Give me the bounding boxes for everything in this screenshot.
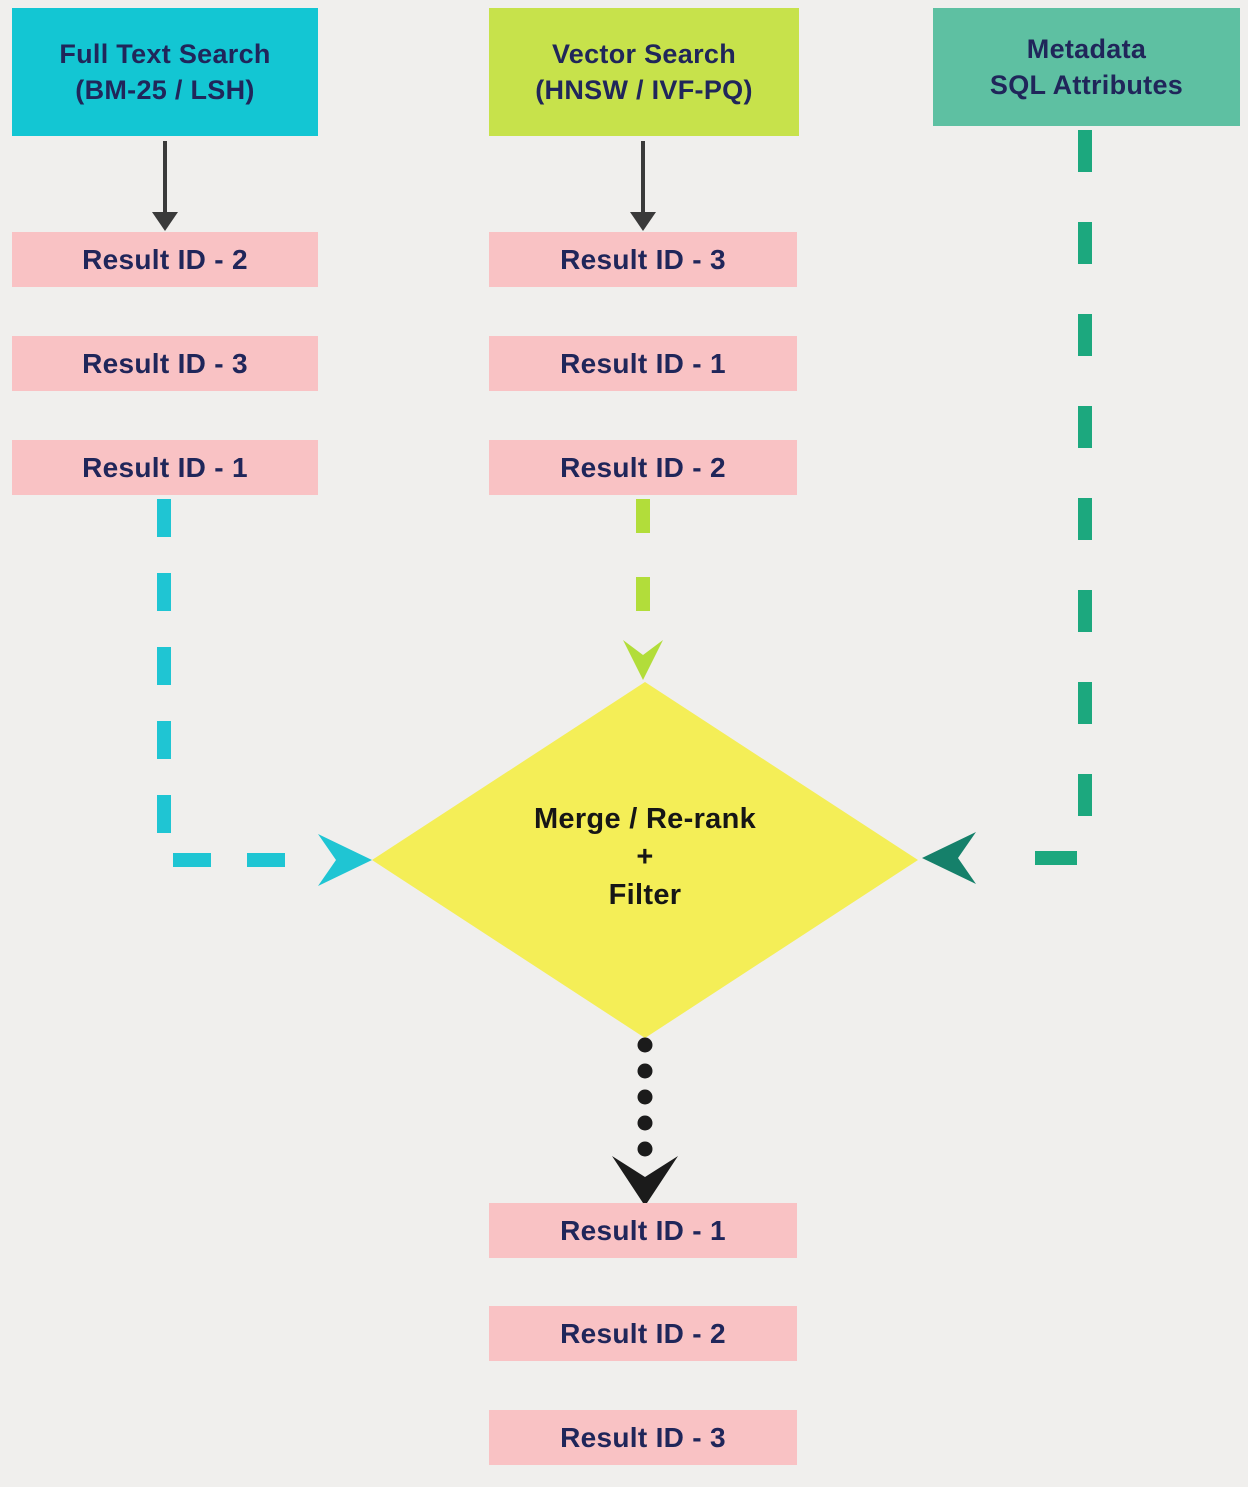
node-vector-search: Vector Search (HNSW / IVF-PQ) (489, 8, 799, 136)
metadata-to-merge-dashed-line (985, 130, 1092, 865)
merge-diamond-line1: Merge / Re-rank (533, 803, 757, 835)
merge-diamond-shape (372, 682, 918, 1038)
merge-diamond-line3: Filter (608, 879, 682, 911)
final-result-row-2-label: Result ID - 2 (560, 1317, 726, 1349)
final-result-row-1: Result ID - 1 (489, 1203, 797, 1258)
node-full-text-search: Full Text Search (BM-25 / LSH) (12, 8, 318, 136)
merge-diamond-label: Merge / Re-rank + Filter (445, 800, 845, 914)
fulltext-result-row-3: Result ID - 1 (12, 440, 318, 495)
final-result-row-3-label: Result ID - 3 (560, 1421, 726, 1453)
fulltext-result-row-2: Result ID - 3 (12, 336, 318, 391)
vector-down-arrowhead-icon (630, 212, 656, 231)
node-metadata-title: Metadata (1026, 34, 1147, 64)
merge-output-arrowhead-icon (612, 1156, 678, 1206)
node-vector-search-subtitle: (HNSW / IVF-PQ) (535, 75, 753, 105)
node-metadata: Metadata SQL Attributes (933, 8, 1240, 126)
final-result-row-2: Result ID - 2 (489, 1306, 797, 1361)
vector-to-merge-arrowhead-icon (623, 640, 663, 680)
output-dot-1 (637, 1037, 653, 1053)
vector-result-row-3-label: Result ID - 2 (560, 451, 726, 483)
vector-result-row-1-label: Result ID - 3 (560, 243, 726, 275)
output-dot-5 (637, 1141, 653, 1157)
vector-result-row-2-label: Result ID - 1 (560, 347, 726, 379)
node-metadata-subtitle: SQL Attributes (989, 70, 1184, 100)
fulltext-result-row-1-label: Result ID - 2 (82, 243, 248, 275)
node-full-text-search-title: Full Text Search (59, 39, 271, 69)
fulltext-down-arrowhead-icon (152, 212, 178, 231)
fulltext-result-row-3-label: Result ID - 1 (82, 451, 248, 483)
fulltext-result-row-1: Result ID - 2 (12, 232, 318, 287)
output-dot-4 (637, 1115, 653, 1131)
final-result-row-3: Result ID - 3 (489, 1410, 797, 1465)
final-result-row-1-label: Result ID - 1 (560, 1214, 726, 1246)
fulltext-result-row-2-label: Result ID - 3 (82, 347, 248, 379)
metadata-to-merge-arrowhead-icon (922, 832, 976, 884)
output-dot-3 (637, 1089, 653, 1105)
merge-diamond-line2: + (636, 841, 654, 873)
fulltext-to-merge-arrowhead-icon (318, 834, 372, 886)
vector-result-row-1: Result ID - 3 (489, 232, 797, 287)
vector-result-row-2: Result ID - 1 (489, 336, 797, 391)
output-dot-2 (637, 1063, 653, 1079)
fulltext-to-merge-dashed-line (157, 499, 300, 867)
node-full-text-search-subtitle: (BM-25 / LSH) (75, 75, 255, 105)
vector-result-row-3: Result ID - 2 (489, 440, 797, 495)
node-vector-search-title: Vector Search (551, 39, 736, 69)
